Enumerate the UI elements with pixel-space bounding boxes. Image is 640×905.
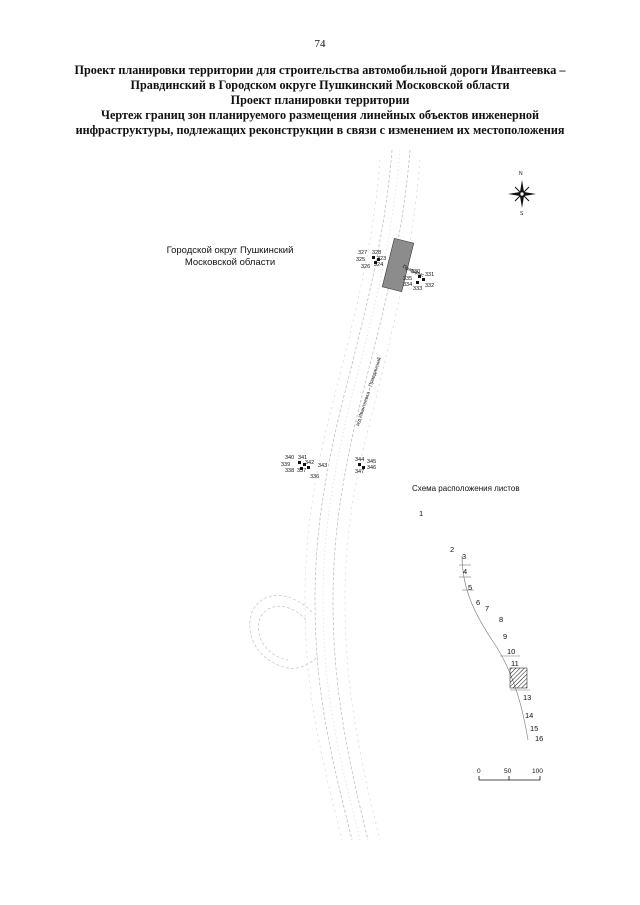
sheet-number: 6 xyxy=(476,598,481,607)
point-label: 338 xyxy=(285,468,295,474)
region-label-line: Московской области xyxy=(184,257,276,268)
region-label-line: Городской округ Пушкинский xyxy=(166,245,294,256)
point-label: 331 xyxy=(425,272,435,278)
sheet-number: 15 xyxy=(530,724,539,733)
title-line: Чертеж границ зон планируемого размещени… xyxy=(101,108,539,122)
scale-label: 50 xyxy=(504,768,512,775)
region-label: Городской округ Пушкинский Московской об… xyxy=(150,245,310,269)
sheet-number: 9 xyxy=(503,632,508,641)
point-label: 343 xyxy=(318,463,328,469)
point-label: 340 xyxy=(285,455,295,461)
sheet-number: 1 xyxy=(419,509,424,518)
sheet-number: 16 xyxy=(535,734,544,743)
title-line: инфраструктуры, подлежащих реконструкции… xyxy=(75,123,565,137)
point-label: 346 xyxy=(367,465,377,471)
compass-north-label: N xyxy=(519,171,523,177)
point-label: 332 xyxy=(425,283,435,289)
sheet-number: 13 xyxy=(523,693,532,702)
sheet-number: 14 xyxy=(525,711,534,720)
sheet-number: 2 xyxy=(450,545,455,554)
sheet-number: 11 xyxy=(511,659,519,668)
point-label: 335 xyxy=(403,276,413,282)
scale-label: 0 xyxy=(477,768,481,775)
point-label: 328 xyxy=(372,250,382,256)
scheme-title: Схема расположения листов xyxy=(412,484,520,493)
point-label: 326 xyxy=(361,264,371,270)
point-label: 324 xyxy=(374,262,384,268)
point-label: 333 xyxy=(413,286,423,292)
point-label: 337 xyxy=(297,468,307,474)
sheet-number: 7 xyxy=(485,604,490,613)
sheet-number: 5 xyxy=(468,583,473,592)
title-line: Правдинский в Городском округе Пушкински… xyxy=(130,78,510,92)
point-label: 345 xyxy=(367,459,377,465)
point-label: 339 xyxy=(281,462,291,468)
point-label: 342 xyxy=(305,460,315,466)
side-road xyxy=(249,595,319,669)
current-sheet-marker xyxy=(509,667,528,689)
point-markers xyxy=(298,256,425,470)
scheme-trace xyxy=(459,555,530,741)
title-line: Проект планировки территории для строите… xyxy=(74,63,566,77)
point-label: 347 xyxy=(355,469,365,475)
scale-label: 100 xyxy=(532,768,543,775)
compass-rose-icon xyxy=(508,180,536,208)
road-corridor xyxy=(304,149,421,841)
title-line: Проект планировки территории xyxy=(230,93,410,107)
sheet-number: 3 xyxy=(462,552,467,561)
sheet-number: 10 xyxy=(507,647,516,656)
point-label: 341 xyxy=(298,455,308,461)
point-label: 325 xyxy=(356,257,366,263)
point-label: 344 xyxy=(355,457,365,463)
drawing-title: Проект планировки территории для строите… xyxy=(60,63,580,138)
compass-south-label: S xyxy=(520,211,524,217)
page-number: 74 xyxy=(314,38,326,50)
sheet-number: 4 xyxy=(463,567,468,576)
planned-zone xyxy=(381,237,415,293)
point-label: 323 xyxy=(377,256,387,262)
point-label: 334 xyxy=(403,282,413,288)
sheet-number: 8 xyxy=(499,615,504,624)
point-label: 330 xyxy=(411,269,421,275)
point-label: 336 xyxy=(310,474,320,480)
scale-bar xyxy=(478,776,541,781)
point-label: 327 xyxy=(358,250,368,256)
